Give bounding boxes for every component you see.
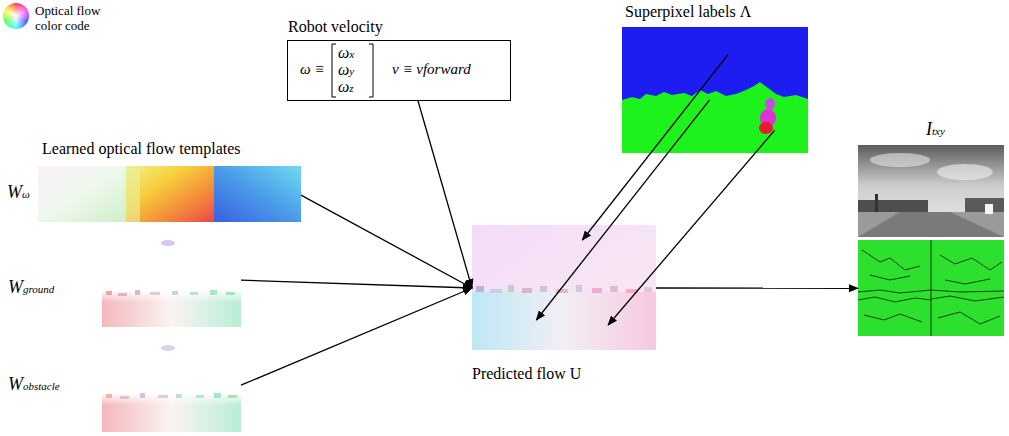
- template-label: Wω: [7, 182, 30, 203]
- intensity-image: Itxy: [858, 145, 1004, 336]
- flow-arrow: [301, 195, 472, 288]
- velocity-box: Robot velocityω ≡ωxωyωzv ≡ vforward: [287, 40, 511, 101]
- vector-component: ωy: [338, 61, 354, 79]
- flow-arrow: [418, 101, 472, 288]
- legend-text: Optical flow color code: [35, 4, 107, 34]
- predicted-flow-image: Predicted flow U: [472, 225, 656, 350]
- image-heading: Learned optical flow templates: [42, 140, 241, 158]
- superpixel-image: Superpixel labels Λ: [622, 27, 808, 153]
- box-heading: Robot velocity: [288, 18, 383, 36]
- flow-arrow: [241, 288, 472, 385]
- template-label: Wground: [8, 277, 54, 298]
- vector-component: ωx: [338, 44, 354, 62]
- template-label: Wobstacle: [8, 374, 60, 395]
- flow-arrow: [582, 55, 728, 240]
- math-symbol: ω ≡: [300, 61, 324, 78]
- vector-component: ωz: [338, 78, 354, 96]
- obstacle-template: Wobstacle: [102, 342, 241, 432]
- image-heading: Superpixel labels Λ: [625, 3, 751, 21]
- ground-template: Wground: [102, 237, 241, 327]
- template-strip: Learned optical flow templatesWω: [38, 166, 301, 222]
- flow-arrow: [241, 280, 472, 288]
- math-symbol: v ≡ vforward: [392, 61, 471, 78]
- flow-arrow: [536, 100, 709, 320]
- image-caption: Predicted flow U: [472, 365, 581, 383]
- image-heading: Itxy: [926, 119, 945, 140]
- flow-arrow: [608, 130, 774, 325]
- flow-arrow: [656, 287, 858, 289]
